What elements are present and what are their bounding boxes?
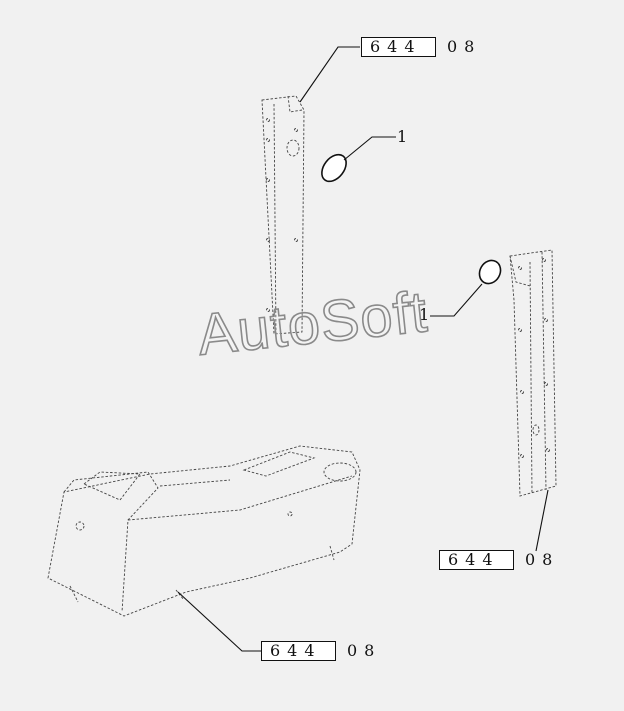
console-housing: [47, 445, 361, 617]
plug-upper: [321, 153, 347, 183]
reference-suffix-upper: 08: [447, 37, 482, 56]
callout-number-right: 1: [419, 305, 430, 324]
leader-line-ref-2: [535, 489, 549, 552]
leader-line-ref-1: [299, 46, 360, 103]
leader-line-callout-1: [343, 136, 396, 161]
right-bracket: [509, 249, 557, 497]
plug-right: [478, 259, 502, 285]
upper-left-bracket: [261, 95, 305, 337]
leader-line-callout-2: [430, 283, 483, 317]
reference-suffix-right: 08: [525, 550, 560, 569]
reference-suffix-lower: 08: [347, 641, 382, 660]
reference-box-upper: 644: [361, 37, 436, 57]
reference-box-lower: 644: [261, 641, 336, 661]
leader-line-ref-3: [177, 591, 262, 652]
callout-number-upper: 1: [397, 127, 408, 146]
reference-box-right: 644: [439, 550, 514, 570]
